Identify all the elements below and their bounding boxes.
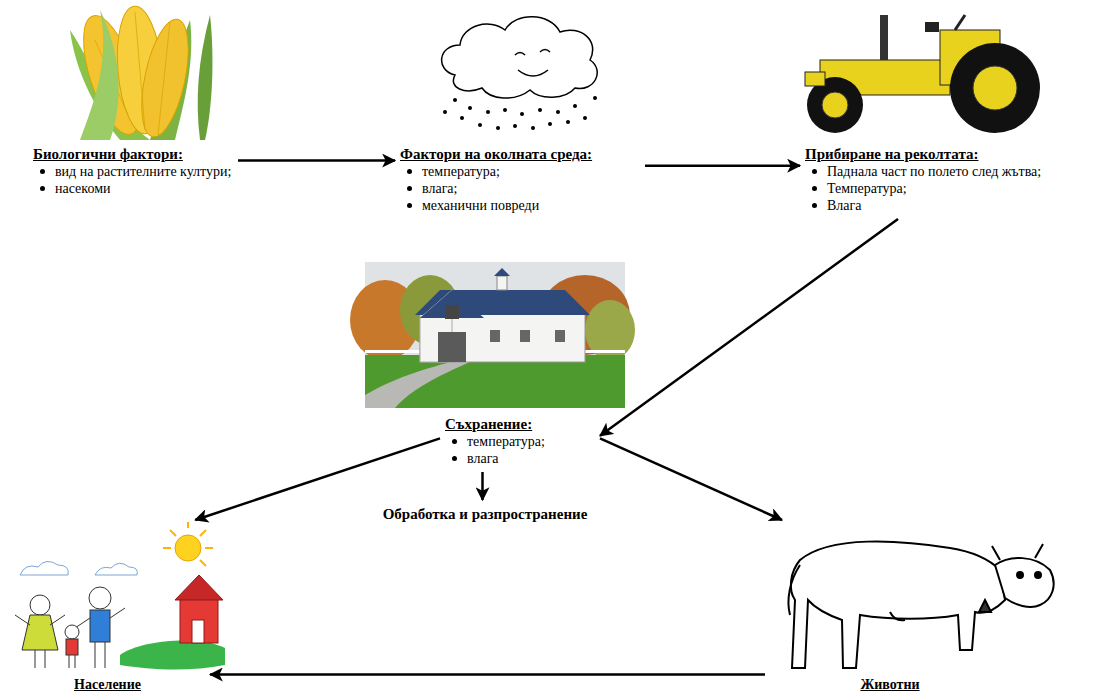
bullet-item: температура;: [445, 433, 595, 450]
flow-arrow: [481, 472, 484, 500]
bullet-item: влага;: [400, 180, 640, 197]
flow-arrow: [600, 438, 782, 520]
cloud-picture: [442, 17, 598, 130]
bullet-item: Паднала част по полето след жътва;: [805, 163, 1105, 180]
consumer-group: Население: [10, 525, 205, 693]
factor-group: Фактори на околната среда:температура;вл…: [400, 145, 640, 214]
group-heading: Биологични фактори:: [33, 145, 233, 163]
flow-arrow: [645, 164, 800, 167]
bullet-item: влага: [445, 450, 595, 467]
bullet-item: вид на растителните култури;: [33, 163, 233, 180]
bullet-item: насекоми: [33, 180, 233, 197]
group-heading: Фактори на околната среда:: [400, 145, 640, 163]
consumer-group: Животни: [770, 525, 1010, 693]
flow-arrow: [210, 673, 765, 676]
bullet-item: Влага: [805, 197, 1105, 214]
storage-group: Съхранение:температура;влага: [445, 415, 595, 467]
picture-label: Животни: [857, 677, 922, 693]
barn-picture: [350, 262, 635, 408]
step-label: Обработка и разпространение: [340, 505, 630, 523]
tractor-picture: [805, 15, 1040, 133]
corn-picture: [70, 4, 212, 141]
bullet-item: механични повреди: [400, 197, 640, 214]
bullet-item: температура;: [400, 163, 640, 180]
picture-label: Население: [71, 677, 144, 693]
factor-group: Биологични фактори:вид на растителните к…: [33, 145, 233, 197]
group-heading: Съхранение:: [445, 415, 595, 433]
group-heading: Прибиране на реколтата:: [805, 145, 1105, 163]
cow-picture: [788, 541, 1053, 668]
factor-group: Прибиране на реколтата:Паднала част по п…: [805, 145, 1105, 214]
family-picture: [15, 522, 225, 670]
flow-arrow: [600, 219, 898, 436]
flow-arrow: [238, 159, 395, 162]
process-step: Обработка и разпространение: [340, 505, 630, 523]
bullet-item: Температура;: [805, 180, 1105, 197]
